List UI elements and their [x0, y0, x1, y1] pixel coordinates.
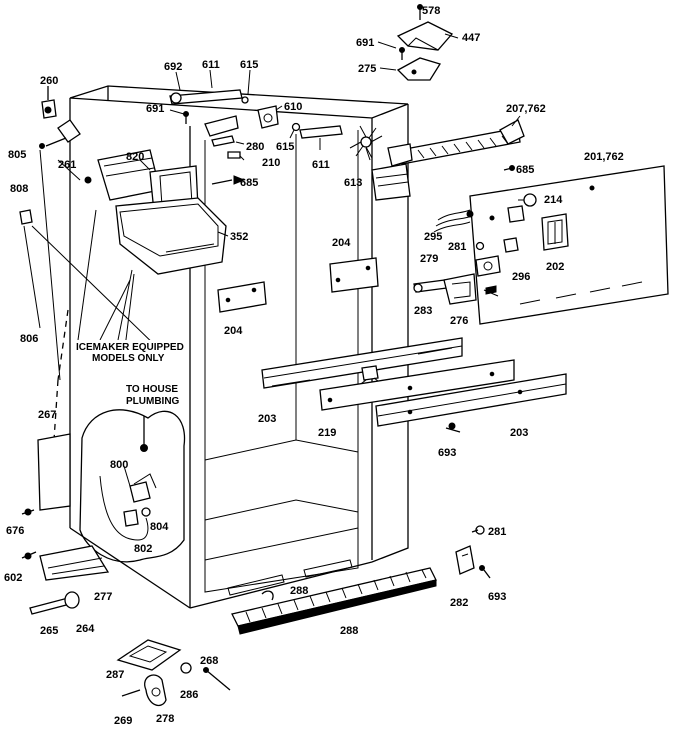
label-611-top: 611	[202, 59, 220, 71]
label-685-left: 685	[240, 177, 258, 189]
label-693-bottom: 693	[488, 591, 506, 603]
plumbing-note-line1: TO HOUSE	[126, 384, 178, 395]
rails	[217, 257, 567, 433]
label-820: 820	[126, 151, 144, 163]
label-288-small: 288	[290, 585, 308, 597]
label-805: 805	[8, 149, 26, 161]
label-281-bottom: 281	[488, 526, 506, 538]
label-202: 202	[546, 261, 564, 273]
label-219: 219	[318, 427, 336, 439]
label-203-lower: 203	[510, 427, 528, 439]
label-265: 265	[40, 625, 58, 637]
label-276: 276	[450, 315, 468, 327]
label-611-mid: 611	[312, 159, 330, 171]
label-278: 278	[156, 713, 174, 725]
label-214: 214	[544, 194, 563, 206]
label-268: 268	[200, 655, 218, 667]
label-802: 802	[134, 543, 152, 555]
label-578: 578	[422, 5, 440, 17]
label-204-right: 204	[332, 237, 351, 249]
label-296: 296	[512, 271, 530, 283]
label-352: 352	[230, 231, 248, 243]
label-283: 283	[414, 305, 432, 317]
part-labels: 578 447 691 275 260 692 611 615 691 610 …	[4, 5, 624, 727]
label-277: 277	[94, 591, 112, 603]
label-207-762: 207,762	[506, 103, 546, 115]
label-615-top: 615	[240, 59, 258, 71]
label-685-right: 685	[516, 164, 534, 176]
label-288-grille: 288	[340, 625, 358, 637]
bottom-parts	[21, 433, 491, 707]
label-260: 260	[40, 75, 58, 87]
label-800: 800	[110, 459, 128, 471]
label-610: 610	[284, 101, 302, 113]
label-295: 295	[424, 231, 442, 243]
label-279: 279	[420, 253, 438, 265]
label-287: 287	[106, 669, 124, 681]
icemaker-note-line1: ICEMAKER EQUIPPED	[76, 342, 184, 353]
label-282: 282	[450, 597, 468, 609]
plumbing-note-line2: PLUMBING	[126, 396, 180, 407]
label-602: 602	[4, 572, 22, 584]
label-808: 808	[10, 183, 28, 195]
label-203-upper: 203	[258, 413, 276, 425]
icemaker-assembly	[19, 99, 246, 275]
control-panel-assembly	[413, 165, 669, 325]
label-267: 267	[38, 409, 56, 421]
label-281-mid: 281	[448, 241, 466, 253]
label-691-mid: 691	[146, 103, 164, 115]
icemaker-note-line2: MODELS ONLY	[92, 353, 165, 364]
label-447: 447	[462, 32, 480, 44]
label-613: 613	[344, 177, 362, 189]
leader-lines	[23, 33, 521, 441]
label-806: 806	[20, 333, 38, 345]
label-691-top: 691	[356, 37, 374, 49]
label-264: 264	[76, 623, 95, 635]
label-261: 261	[58, 159, 76, 171]
notes: ICEMAKER EQUIPPED MODELS ONLY TO HOUSE P…	[74, 340, 186, 407]
label-280: 280	[246, 141, 264, 153]
label-286: 286	[180, 689, 198, 701]
label-615-mid: 615	[276, 141, 294, 153]
label-804: 804	[150, 521, 169, 533]
label-210: 210	[262, 157, 280, 169]
label-676: 676	[6, 525, 24, 537]
label-692: 692	[164, 61, 182, 73]
label-204-left: 204	[224, 325, 243, 337]
label-693-mid: 693	[438, 447, 456, 459]
label-269: 269	[114, 715, 132, 727]
label-201-762: 201,762	[584, 151, 624, 163]
water-line-inset	[79, 409, 186, 563]
label-275: 275	[358, 63, 376, 75]
top-parts	[169, 4, 525, 201]
